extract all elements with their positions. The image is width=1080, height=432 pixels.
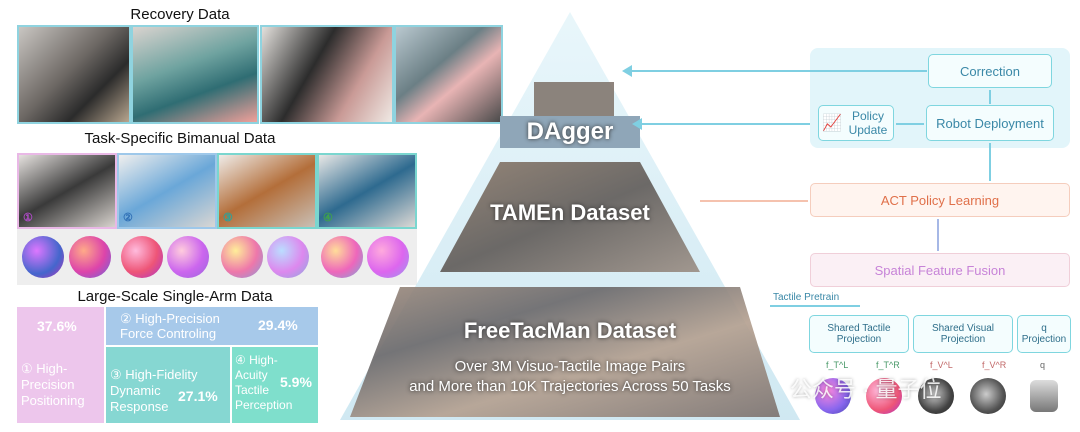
arrow-correction-to-dagger: [630, 70, 927, 72]
recovery-title: Recovery Data: [130, 6, 230, 23]
treemap-acuity-label: ④ High-Acuity Tactile Perception: [235, 353, 293, 412]
tactile-sphere-4: [167, 236, 209, 278]
bimanual-image-2: ②: [117, 153, 217, 229]
watermark: 公众号 · 量子位: [790, 377, 942, 402]
visual-input-right: [970, 378, 1006, 414]
recovery-image-3: [260, 25, 394, 124]
robot-deployment-box: Robot Deployment: [926, 105, 1054, 141]
arrow-act-to-deploy: [989, 143, 991, 181]
bimanual-num-1: ①: [23, 212, 33, 224]
treemap-positioning-value: 37.6%: [37, 318, 77, 334]
pyramid-mid-label: TAMEn Dataset: [490, 200, 650, 225]
bimanual-num-3: ③: [223, 212, 233, 224]
arrow-act-to-pyramid: [700, 200, 808, 202]
bimanual-image-4: ④: [317, 153, 417, 229]
feat-label-tactile-left: f_T^L: [826, 360, 849, 370]
tactile-pretrain-label: Tactile Pretrain: [773, 292, 840, 303]
bimanual-num-2: ②: [123, 212, 133, 224]
tactile-input-right: [866, 378, 902, 414]
arrow-head-dagger-2: [632, 118, 642, 130]
feat-label-q: q: [1040, 360, 1046, 370]
arrow-panel-to-dagger: [640, 123, 810, 125]
shared-visual-box: Shared Visual Projection: [913, 315, 1013, 353]
freetacman-photos: [350, 287, 780, 417]
tactile-sphere-7: [321, 236, 363, 278]
pyramid-sub-line-2: and More than 10K Trajectories Across 50…: [409, 378, 731, 395]
correction-box: Correction: [928, 54, 1052, 88]
treemap-force-label: ② High-Precision Force Controling: [120, 311, 220, 341]
policy-update-label: Policy Update: [848, 109, 888, 137]
spatial-fusion-box: Spatial Feature Fusion: [810, 253, 1070, 287]
arrow-fusion-to-act: [937, 219, 939, 251]
dagger-photos: [534, 82, 614, 117]
shared-tactile-box: Shared Tactile Projection: [809, 315, 909, 353]
bimanual-image-1: ①: [17, 153, 117, 229]
arrow-tactile-pretrain: [770, 305, 860, 307]
arrow-deploy-to-correction: [989, 90, 991, 104]
bimanual-title: Task-Specific Bimanual Data: [84, 130, 276, 147]
tactile-sphere-6: [267, 236, 309, 278]
tactile-sphere-8: [367, 236, 409, 278]
arrow-head-dagger: [622, 65, 632, 77]
tactile-sphere-5: [221, 236, 263, 278]
recovery-image-1: [17, 25, 131, 124]
tamen-photos: [440, 162, 700, 272]
q-projection-box: q Projection: [1017, 315, 1071, 353]
robot-arm-icon: [1030, 380, 1058, 412]
bimanual-num-4: ④: [323, 212, 333, 224]
recovery-image-2: [131, 25, 259, 124]
treemap-acuity: ④ High-Acuity Tactile Perception 5.9%: [232, 347, 318, 423]
policy-update-box: 📈 Policy Update: [818, 105, 894, 141]
tactile-sphere-2: [69, 236, 111, 278]
treemap-acuity-value: 5.9%: [280, 374, 312, 390]
treemap-force-value: 29.4%: [258, 317, 298, 333]
bimanual-image-3: ③: [217, 153, 317, 229]
pyramid-sub-line-1: Over 3M Visuo-Tactile Image Pairs: [454, 358, 686, 375]
visual-input-left: [918, 378, 954, 414]
treemap-positioning-label: ① High-Precision Positioning: [21, 361, 85, 408]
tactile-input-left: [815, 378, 851, 414]
treemap-dynamic-label: ③ High-Fidelity Dynamic Response: [110, 367, 198, 414]
feat-label-visual-left: f_V^L: [930, 360, 953, 370]
recovery-image-4: [394, 25, 503, 124]
act-policy-box: ACT Policy Learning: [810, 183, 1070, 217]
pyramid-top-label: DAgger: [500, 116, 640, 148]
treemap-dynamic-value: 27.1%: [178, 388, 218, 404]
tactile-sphere-row: [17, 229, 417, 285]
feat-label-visual-right: f_V^R: [982, 360, 1007, 370]
tactile-sphere-1: [22, 236, 64, 278]
chart-icon: 📈: [822, 115, 842, 132]
tactile-sphere-3: [121, 236, 163, 278]
arrow-update-to-deploy: [896, 123, 924, 125]
pyramid-graphic: [340, 12, 800, 420]
treemap-dynamic: ③ High-Fidelity Dynamic Response 27.1%: [106, 347, 230, 423]
treemap-force: ② High-Precision Force Controling 29.4%: [106, 307, 318, 345]
pyramid-base-label: FreeTacMan Dataset: [463, 318, 677, 343]
treemap-positioning: 37.6% ① High-Precision Positioning: [17, 307, 104, 423]
feat-label-tactile-right: f_T^R: [876, 360, 900, 370]
single-arm-title: Large-Scale Single-Arm Data: [77, 288, 273, 305]
